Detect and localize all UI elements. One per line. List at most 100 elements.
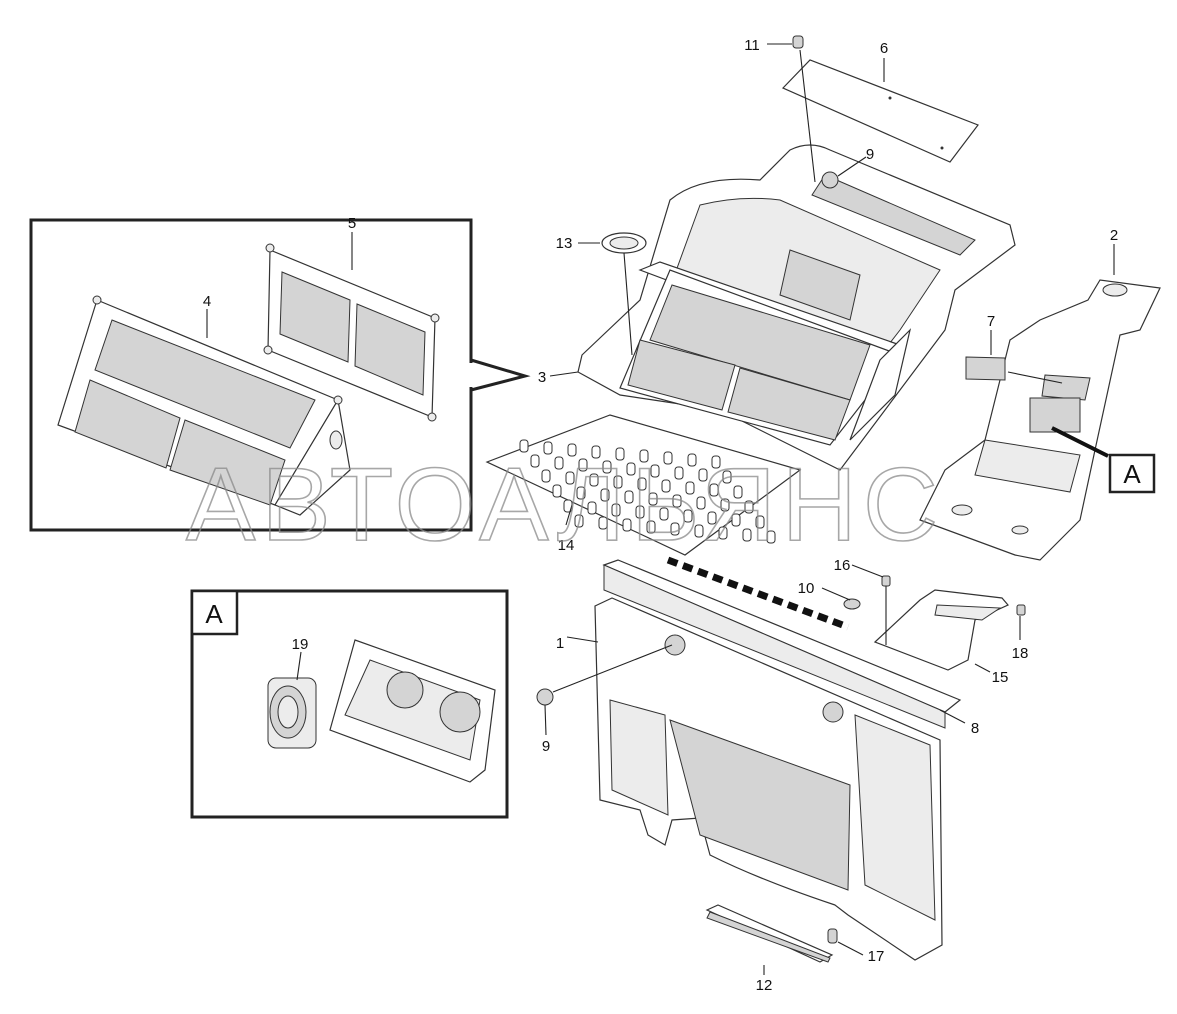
mat-perforation bbox=[698, 468, 708, 482]
mat-perforation bbox=[766, 530, 776, 544]
detail-tag-a-main: A bbox=[1108, 453, 1156, 494]
mat-perforation bbox=[626, 462, 636, 476]
mat-perforation bbox=[711, 455, 721, 469]
mat-perforation bbox=[733, 485, 743, 499]
detail-tag-a-main-text: A bbox=[1123, 459, 1141, 489]
mat-perforation bbox=[674, 466, 684, 480]
mat-perforation bbox=[687, 453, 697, 467]
mat-perforation bbox=[639, 449, 649, 463]
callout-11: 11 bbox=[744, 37, 760, 54]
callout-6: 6 bbox=[880, 40, 888, 57]
inset-box-detail-a bbox=[190, 589, 509, 819]
mat-perforation bbox=[576, 486, 586, 500]
mat-perforation bbox=[613, 475, 623, 489]
callout-3: 3 bbox=[538, 369, 546, 386]
callout-1: 1 bbox=[556, 635, 564, 652]
mat-perforation bbox=[587, 501, 597, 515]
mat-perforation bbox=[543, 441, 553, 455]
mat-perforation bbox=[659, 507, 669, 521]
mat-perforation bbox=[720, 498, 730, 512]
mat-perforation bbox=[646, 520, 656, 534]
mat-perforation bbox=[637, 477, 647, 491]
callout-15: 15 bbox=[992, 669, 1009, 686]
callout-17: 17 bbox=[868, 948, 885, 965]
part-3-console-housing bbox=[577, 144, 1016, 471]
callout-12: 12 bbox=[756, 977, 773, 994]
part-2-side-panel bbox=[919, 279, 1161, 561]
part-13-cup-holder bbox=[601, 232, 647, 356]
part-12-rail bbox=[705, 904, 834, 963]
mat-perforation bbox=[600, 488, 610, 502]
mat-perforation bbox=[552, 484, 562, 498]
callout-4: 4 bbox=[203, 293, 211, 310]
callout-2: 2 bbox=[1110, 227, 1118, 244]
callout-8: 8 bbox=[971, 720, 979, 737]
callout-16: 16 bbox=[834, 557, 851, 574]
callout-7: 7 bbox=[987, 313, 995, 330]
mat-perforation bbox=[683, 509, 693, 523]
part-8-strip bbox=[602, 559, 962, 729]
mat-perforation bbox=[744, 500, 754, 514]
mat-perforation bbox=[635, 505, 645, 519]
callout-13: 13 bbox=[556, 235, 573, 252]
callout-19: 19 bbox=[292, 636, 309, 653]
mat-perforation bbox=[611, 503, 621, 517]
mat-perforation bbox=[672, 494, 682, 508]
mat-perforation bbox=[578, 458, 588, 472]
mat-perforation bbox=[694, 524, 704, 538]
part-6-cover-plate bbox=[781, 59, 979, 163]
callout-10: 10 bbox=[798, 580, 815, 597]
mat-perforation bbox=[755, 515, 765, 529]
mat-perforation bbox=[574, 514, 584, 528]
part-9-knob-upper bbox=[821, 171, 839, 189]
detail-tag-a-inset: A bbox=[205, 599, 223, 629]
mat-perforation bbox=[707, 511, 717, 525]
mat-perforation bbox=[622, 518, 632, 532]
callout-labels: 1 2 3 4 5 6 7 8 9 9 10 11 12 13 14 15 16… bbox=[203, 37, 1118, 994]
mat-perforation bbox=[624, 490, 634, 504]
mat-perforation bbox=[648, 492, 658, 506]
mat-perforation bbox=[589, 473, 599, 487]
callout-18: 18 bbox=[1012, 645, 1029, 662]
mat-perforation bbox=[661, 479, 671, 493]
mat-perforation bbox=[591, 445, 601, 459]
callout-5: 5 bbox=[348, 215, 356, 232]
part-10-plug bbox=[843, 598, 861, 610]
part-14-floor-mat bbox=[485, 414, 802, 556]
mat-perforation bbox=[742, 528, 752, 542]
mat-perforation bbox=[718, 526, 728, 540]
part-1-lower-panel bbox=[594, 597, 943, 961]
mat-perforation bbox=[722, 470, 732, 484]
leader-lines bbox=[206, 43, 1115, 975]
callout-9-upper: 9 bbox=[866, 146, 874, 163]
mat-perforation bbox=[696, 496, 706, 510]
mat-perforation bbox=[541, 469, 551, 483]
part-7-label bbox=[965, 356, 1006, 381]
mat-perforation bbox=[663, 451, 673, 465]
part-18-bolt bbox=[1016, 604, 1026, 616]
detail-tag-a-inset-text: A bbox=[205, 599, 223, 629]
dashed-cable bbox=[666, 556, 850, 631]
mat-perforation bbox=[685, 481, 695, 495]
watermark: АВТОАЛЬЯНС bbox=[186, 447, 944, 563]
part-11-screw bbox=[792, 35, 804, 49]
part-16-bolt bbox=[881, 575, 891, 587]
mat-perforation bbox=[670, 522, 680, 536]
mat-perforation bbox=[731, 513, 741, 527]
mat-perforation bbox=[567, 443, 577, 457]
part-17-clip bbox=[827, 928, 838, 944]
mat-perforation bbox=[530, 454, 540, 468]
mat-perforation bbox=[650, 464, 660, 478]
callout-9-lower: 9 bbox=[542, 738, 550, 755]
mat-perforation bbox=[602, 460, 612, 474]
mat-perforation bbox=[598, 516, 608, 530]
inset-box-parts-4-5 bbox=[29, 218, 531, 532]
mat-perforation bbox=[519, 439, 529, 453]
mat-perforation bbox=[554, 456, 564, 470]
mat-perforation bbox=[615, 447, 625, 461]
callout-14: 14 bbox=[558, 537, 575, 554]
mat-perforation bbox=[565, 471, 575, 485]
part-15-bracket bbox=[873, 589, 1009, 671]
mat-perforation bbox=[709, 483, 719, 497]
